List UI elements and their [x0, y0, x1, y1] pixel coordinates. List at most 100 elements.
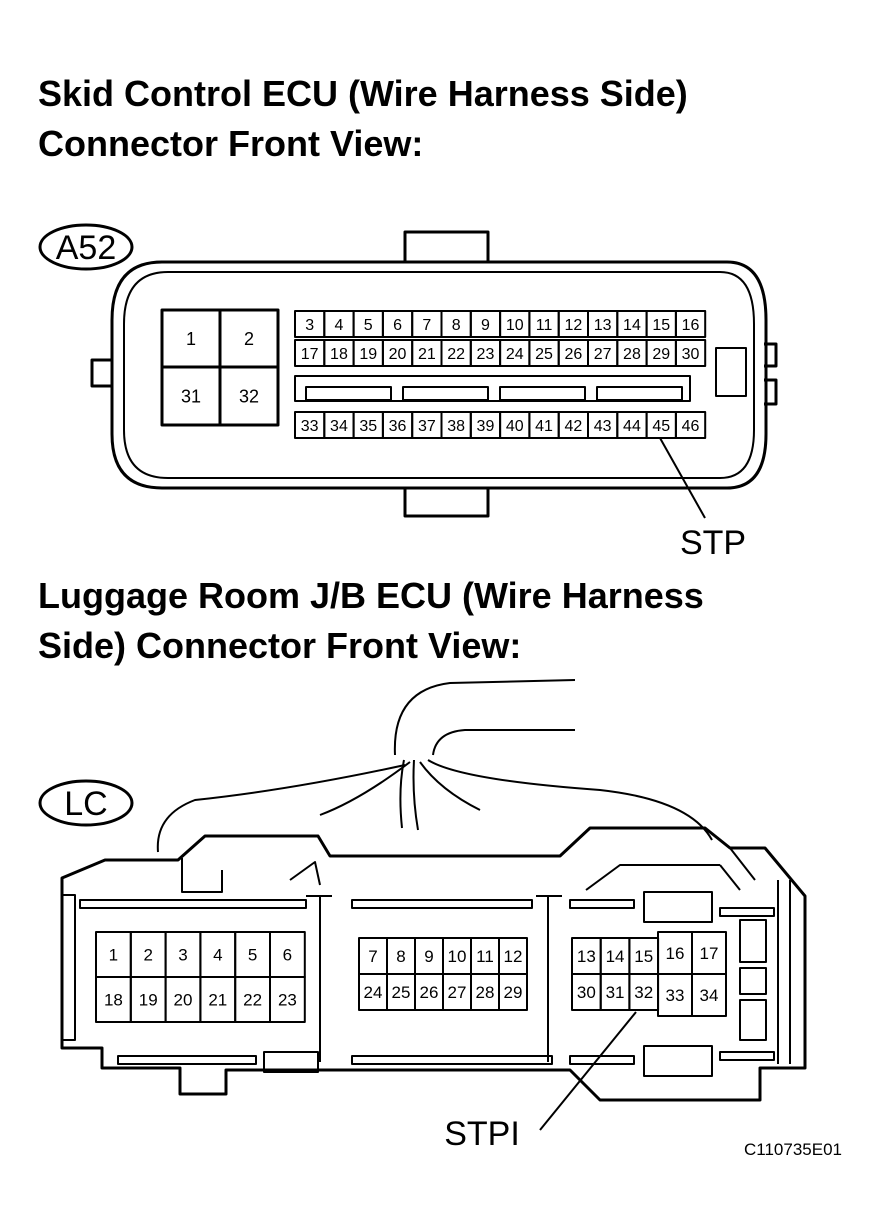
- a52-pin-24-label: 24: [506, 346, 524, 363]
- lc-pin-28-label: 28: [476, 983, 495, 1002]
- lc-pin-21-label: 21: [208, 991, 227, 1010]
- lc-pin-9-label: 9: [424, 947, 433, 966]
- lc-pin-33-label: 33: [666, 986, 685, 1005]
- a52-pin-41-label: 41: [535, 418, 553, 435]
- section2-title-line2: Side) Connector Front View:: [38, 625, 522, 666]
- a52-pin-43-label: 43: [594, 418, 612, 435]
- a52-pin-15-label: 15: [652, 317, 670, 334]
- a52-pin-4-label: 4: [334, 317, 343, 334]
- section1-title-line2: Connector Front View:: [38, 123, 424, 164]
- a52-connector-body: [90, 230, 778, 518]
- lc-pin-22-label: 22: [243, 991, 262, 1010]
- a52-large-pin-block: 1 2 31 32: [160, 308, 280, 427]
- a52-pin-33-label: 33: [301, 418, 319, 435]
- lc-pin-8-label: 8: [396, 947, 405, 966]
- a52-pin-2-label: 2: [244, 329, 254, 349]
- lc-pin-30-label: 30: [577, 983, 596, 1002]
- lc-pin-23-label: 23: [278, 991, 297, 1010]
- lc-pin-34-cell: [691, 973, 727, 1017]
- section1-title-line1: Skid Control ECU (Wire Harness Side): [38, 73, 688, 114]
- lc-pin-17-label: 17: [700, 944, 719, 963]
- lc-pin-19-label: 19: [139, 991, 158, 1010]
- lc-pin-20-label: 20: [174, 991, 193, 1010]
- a52-pin-36-label: 36: [389, 418, 407, 435]
- lc-pin-16-label: 16: [666, 944, 685, 963]
- a52-pin-7-label: 7: [422, 317, 431, 334]
- a52-pin-46-cell: [674, 411, 707, 439]
- a52-pin-39-label: 39: [477, 418, 495, 435]
- a52-pin-5-label: 5: [364, 317, 373, 334]
- section1-title: Skid Control ECU (Wire Harness Side) Con…: [38, 69, 688, 169]
- a52-pin-32-cell: [218, 365, 280, 427]
- lc-pin-11-label: 11: [476, 947, 494, 966]
- a52-pin-26-label: 26: [564, 346, 582, 363]
- a52-pin-6-label: 6: [393, 317, 402, 334]
- a52-pin-28-label: 28: [623, 346, 641, 363]
- lc-pin-7-label: 7: [368, 947, 377, 966]
- a52-pin-23-label: 23: [477, 346, 495, 363]
- a52-pin-14-label: 14: [623, 317, 641, 334]
- lc-pin-24-label: 24: [364, 983, 383, 1002]
- a52-pin-3-label: 3: [305, 317, 314, 334]
- a52-pin-27-label: 27: [594, 346, 612, 363]
- a52-pin-44-label: 44: [623, 418, 641, 435]
- a52-pin-42-label: 42: [564, 418, 582, 435]
- lc-pin-10-label: 10: [448, 947, 467, 966]
- lc-label-ellipse: [38, 779, 134, 827]
- a52-pin-30-cell: [674, 339, 707, 367]
- lc-pin-2-label: 2: [143, 946, 152, 965]
- a52-pin-21-label: 21: [418, 346, 436, 363]
- a52-pin-32-label: 32: [239, 386, 259, 406]
- lc-pin-1-label: 1: [109, 946, 118, 965]
- a52-pin-46-label: 46: [682, 418, 700, 435]
- lc-pin-18-label: 18: [104, 991, 123, 1010]
- lc-pin-4-label: 4: [213, 946, 222, 965]
- a52-pin-11-label: 11: [536, 317, 553, 334]
- a52-pin-34-label: 34: [330, 418, 348, 435]
- lc-connector-code: LC: [64, 785, 107, 823]
- a52-pin-19-label: 19: [359, 346, 377, 363]
- a52-pin-22-label: 22: [447, 346, 465, 363]
- a52-pin-29-label: 29: [652, 346, 670, 363]
- a52-pin-30-label: 30: [682, 346, 700, 363]
- a52-pin-10-label: 10: [506, 317, 524, 334]
- lc-pin-15-label: 15: [634, 947, 653, 966]
- lc-pin-29-label: 29: [504, 983, 523, 1002]
- stp-leader-line: [659, 437, 706, 519]
- figure-code: C110735E01: [744, 1140, 842, 1159]
- lc-pin-14-label: 14: [606, 947, 625, 966]
- a52-pin-1-label: 1: [186, 329, 196, 349]
- section2-title-line1: Luggage Room J/B ECU (Wire Harness: [38, 575, 704, 616]
- lc-pin-27-label: 27: [448, 983, 467, 1002]
- a52-pin-35-label: 35: [359, 418, 377, 435]
- stp-callout: STP: [680, 524, 746, 562]
- lc-wire-bundle: [156, 679, 713, 853]
- lc-pin-3-label: 3: [178, 946, 187, 965]
- a52-pin-25-label: 25: [535, 346, 553, 363]
- lc-pin-34-label: 34: [700, 986, 719, 1005]
- a52-pin-16-label: 16: [682, 317, 700, 334]
- a52-pin-12-label: 12: [564, 317, 582, 334]
- lc-pin-32-label: 32: [634, 983, 653, 1002]
- lc-pin-5-label: 5: [248, 946, 257, 965]
- lc-pin-13-label: 13: [577, 947, 596, 966]
- lc-pin-12-label: 12: [504, 947, 523, 966]
- a52-pin-16-cell: [674, 310, 707, 338]
- stpi-leader-line: [539, 1011, 637, 1131]
- a52-pin-38-label: 38: [447, 418, 465, 435]
- lc-pin-23-cell: [269, 976, 306, 1023]
- lc-pin-31-label: 31: [606, 983, 625, 1002]
- lc-pin-6-label: 6: [283, 946, 292, 965]
- stpi-callout: STPI: [444, 1115, 520, 1153]
- lc-pin-25-label: 25: [392, 983, 411, 1002]
- a52-pin-9-label: 9: [481, 317, 490, 334]
- a52-pin-8-label: 8: [452, 317, 461, 334]
- a52-label-ellipse: [38, 223, 134, 271]
- lc-pin-26-label: 26: [420, 983, 439, 1002]
- a52-pin-17-label: 17: [301, 346, 319, 363]
- a52-pin-31-label: 31: [181, 386, 201, 406]
- a52-pin-45-label: 45: [652, 418, 670, 435]
